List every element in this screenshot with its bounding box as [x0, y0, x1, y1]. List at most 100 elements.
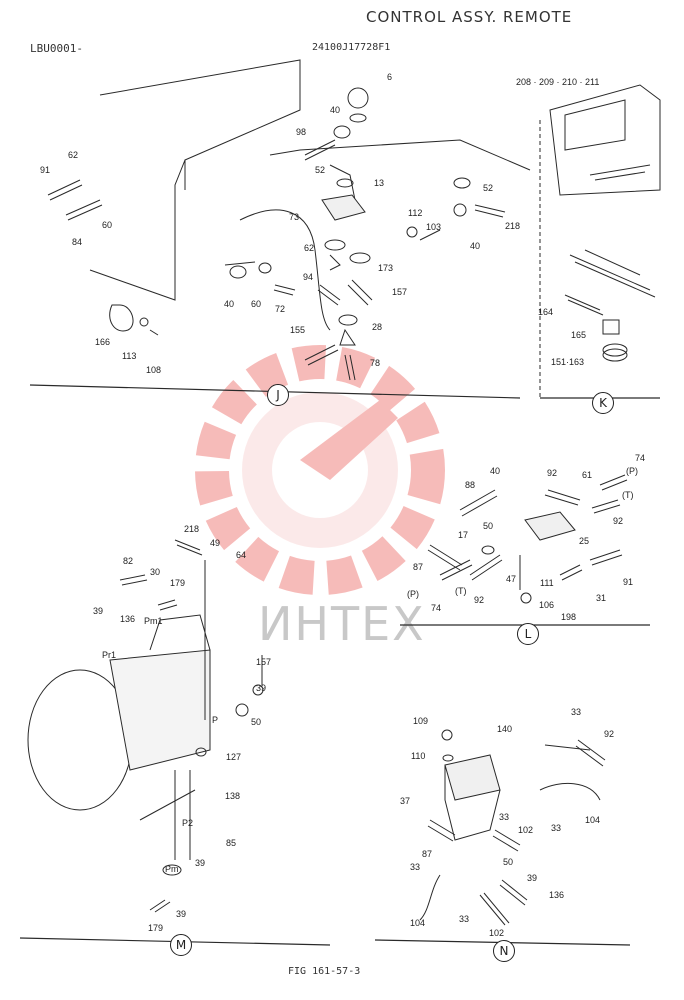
callout: 49 — [210, 538, 221, 548]
section-m-drawing — [27, 539, 264, 913]
callout: 13 — [374, 178, 385, 188]
callout: 136 — [120, 614, 136, 624]
callout: 78 — [370, 358, 381, 368]
callout: 52 — [315, 165, 326, 175]
callout: 136 — [549, 890, 565, 900]
callout: 109 — [413, 716, 429, 726]
callout: 61 — [582, 470, 593, 480]
callout: 166 — [95, 337, 111, 347]
callout: Pm — [165, 864, 179, 874]
callout: 39 — [93, 606, 104, 616]
section-l-drawing — [427, 474, 628, 604]
callout: 39 — [256, 683, 267, 693]
callout: 98 — [296, 127, 307, 137]
callout: 173 — [378, 263, 394, 273]
callout: (T) — [455, 586, 467, 596]
callout: (T) — [622, 490, 634, 500]
callout: 82 — [123, 556, 134, 566]
callout: 37 — [400, 796, 411, 806]
callout: 62 — [304, 243, 315, 253]
callout: 104 — [585, 815, 601, 825]
callout: 62 — [68, 150, 79, 160]
callout: 50 — [483, 521, 494, 531]
callout: 33 — [410, 862, 421, 872]
callout: 102 — [518, 825, 534, 835]
callout: 39 — [195, 858, 206, 868]
section-k-drawing — [549, 84, 661, 362]
callout: 85 — [226, 838, 237, 848]
callout: 25 — [579, 536, 590, 546]
callout: 106 — [539, 600, 555, 610]
callout: 91 — [40, 165, 51, 175]
section-j-drawing — [47, 59, 531, 381]
callout: 6 — [387, 72, 393, 82]
callout: 218 — [505, 221, 521, 231]
callout: 17 — [458, 530, 469, 540]
callout: 39 — [176, 909, 187, 919]
callout: 30 — [150, 567, 161, 577]
callout: 108 — [146, 365, 162, 375]
callout: 111 — [540, 578, 554, 588]
callout: 140 — [497, 724, 513, 734]
callout: 72 — [275, 304, 286, 314]
callout: 84 — [72, 237, 83, 247]
callout: 92 — [604, 729, 615, 739]
callout: 138 — [225, 791, 241, 801]
callout: 155 — [290, 325, 306, 335]
callout: 40 — [224, 299, 235, 309]
callout: 74 — [431, 603, 442, 613]
section-marker-l: L — [517, 623, 539, 645]
callout: 73 — [289, 212, 300, 222]
callout: 33 — [459, 914, 470, 924]
callout: P2 — [182, 818, 194, 828]
callout: 218 — [184, 524, 200, 534]
callout: 60 — [102, 220, 113, 230]
callout: 112 — [408, 208, 423, 218]
part-code: 24100J17728F1 — [312, 42, 391, 53]
callout: 113 — [122, 351, 137, 361]
figure-number: FIG 161-57-3 — [288, 966, 361, 977]
page-title: CONTROL ASSY. REMOTE — [366, 8, 573, 26]
callout: 39 — [527, 873, 538, 883]
callout: P — [212, 715, 219, 725]
callout: 40 — [490, 466, 501, 476]
callout: 74 — [635, 453, 646, 463]
callout: (P) — [626, 466, 638, 476]
callout: 64 — [236, 550, 247, 560]
callout: 92 — [474, 595, 485, 605]
callout: 33 — [571, 707, 582, 717]
callout: 87 — [413, 562, 424, 572]
callout: 52 — [483, 183, 494, 193]
callout: 87 — [422, 849, 433, 859]
section-n-drawing — [419, 729, 606, 926]
callout: 179 — [148, 923, 164, 933]
callout: 157 — [392, 287, 408, 297]
callout: Pr1 — [102, 650, 117, 660]
section-marker-k: K — [592, 392, 614, 414]
callout: 151·163 — [551, 357, 585, 367]
callout: 47 — [506, 574, 517, 584]
callout: 33 — [551, 823, 562, 833]
callout: 28 — [372, 322, 383, 332]
callout: 88 — [465, 480, 476, 490]
callout: 40 — [330, 105, 341, 115]
watermark-text: ИНТЕХ — [258, 597, 426, 651]
callout: 110 — [411, 751, 426, 761]
section-marker-n: N — [493, 940, 515, 962]
callout: 92 — [547, 468, 558, 478]
callout: 94 — [303, 272, 314, 282]
callout: 103 — [426, 222, 442, 232]
callout: 102 — [489, 928, 505, 938]
callout: 92 — [613, 516, 624, 526]
callout: Pm1 — [144, 616, 163, 626]
section-marker-m: M — [170, 934, 192, 956]
callout: 164 — [538, 307, 554, 317]
callout: 50 — [503, 857, 514, 867]
callout: 33 — [499, 812, 510, 822]
callout: 198 — [561, 612, 577, 622]
callout: 127 — [226, 752, 242, 762]
callout: 179 — [170, 578, 186, 588]
callout: 104 — [410, 918, 426, 928]
